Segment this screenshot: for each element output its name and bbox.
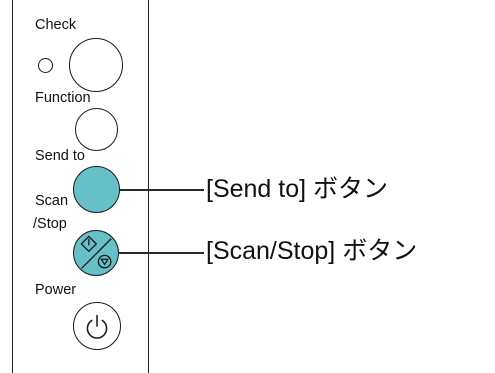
power-button[interactable] <box>73 302 121 350</box>
scan-stop-label-line1: Scan <box>35 193 69 209</box>
power-icon <box>86 314 108 339</box>
scan-stop-callout-text: [Scan/Stop] ボタン <box>206 237 418 265</box>
scan-stop-label-line2: /Stop <box>33 216 67 232</box>
function-label: Function <box>35 90 91 106</box>
check-led <box>38 58 53 73</box>
power-label: Power <box>35 282 77 298</box>
scan-stop-button[interactable] <box>73 230 119 276</box>
send-to-callout-text: [Send to] ボタン <box>206 175 389 203</box>
scan-stop-callout-line <box>119 252 204 254</box>
send-to-label: Send to <box>35 148 85 164</box>
send-to-callout-line <box>120 189 204 191</box>
send-to-button[interactable] <box>73 166 120 213</box>
operator-panel <box>12 0 149 373</box>
check-button[interactable] <box>69 38 123 92</box>
check-label: Check <box>35 17 77 33</box>
scan-stop-icon <box>80 235 112 269</box>
function-button[interactable] <box>75 108 118 151</box>
